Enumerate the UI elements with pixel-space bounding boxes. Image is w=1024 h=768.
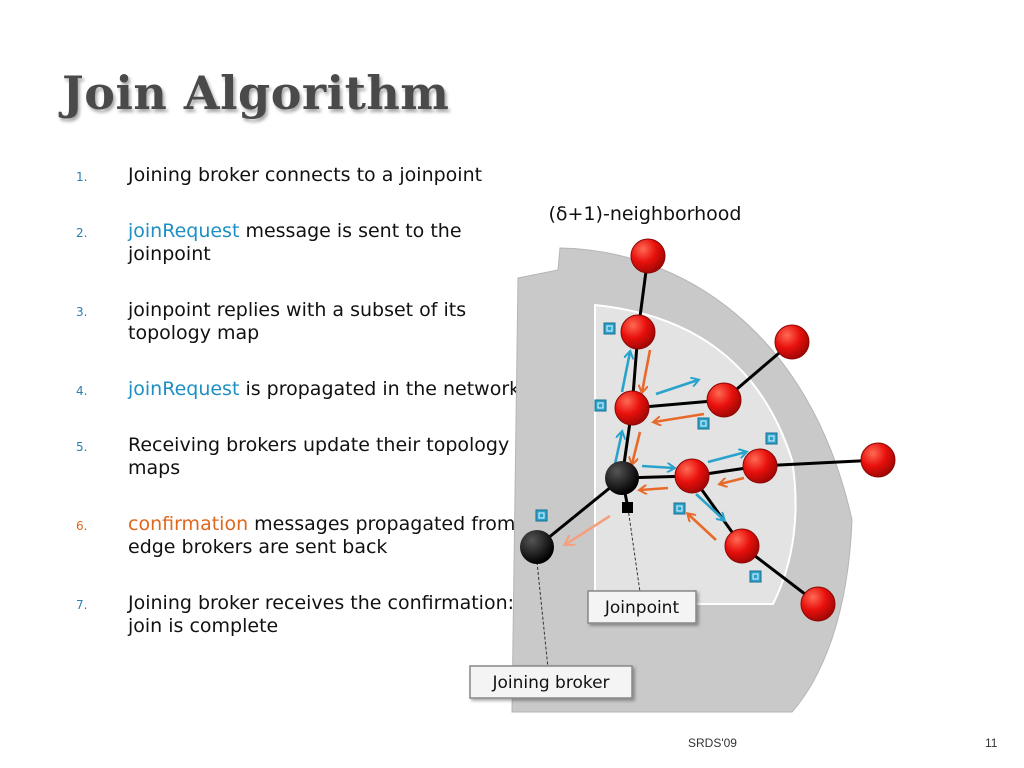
joinpoint-marker — [622, 502, 633, 513]
broker-node — [674, 458, 710, 494]
broker-node — [860, 442, 896, 478]
joining-broker-pointer — [536, 561, 549, 669]
broker-node — [614, 390, 650, 426]
joinpoint-label: Joinpoint — [604, 598, 680, 618]
joinpoint-to-joiner-arrow — [566, 514, 611, 544]
step-text: Joining broker receives the confirmation… — [128, 592, 515, 637]
neighborhood-label: (δ+1)-neighborhood — [549, 203, 742, 225]
step-1: 1. Joining broker connects to a joinpoint — [62, 164, 532, 187]
step-text: Receiving brokers update their topology … — [128, 434, 510, 479]
broker-node — [620, 314, 656, 350]
joinpoint-node — [605, 461, 639, 495]
topology-map-icons — [535, 322, 778, 583]
step-4: 4. joinRequest is propagated in the netwo… — [62, 378, 532, 401]
joining-broker-node — [520, 530, 554, 564]
step-keyword: confirmation — [128, 513, 249, 535]
join-request-arrows — [610, 352, 746, 520]
confirmation-arrows — [632, 349, 745, 541]
joining-broker-label: Joining broker — [491, 673, 609, 693]
step-text: is propagated in the network — [239, 378, 521, 400]
broker-node — [630, 238, 666, 274]
joining-broker-label-box — [469, 665, 633, 699]
step-text: messages propagated from edge brokers ar… — [128, 513, 516, 558]
broker-node — [724, 528, 760, 564]
step-2: 2. joinRequest message is sent to the joi… — [62, 220, 532, 266]
step-5: 5. Receiving brokers update their topolog… — [62, 434, 532, 480]
broker-node — [800, 586, 836, 622]
step-number: 4. — [76, 384, 88, 398]
step-keyword: joinRequest — [128, 220, 240, 242]
slide-title: Join Algorithm — [62, 66, 450, 120]
broker-node — [742, 448, 778, 484]
steps-list: 1. Joining broker connects to a joinpoint… — [62, 164, 532, 671]
step-3: 3. joinpoint replies with a subset of its… — [62, 299, 532, 345]
step-number: 2. — [76, 226, 88, 240]
step-text: joinpoint replies with a subset of its t… — [128, 299, 467, 344]
step-7: 7. Joining broker receives the confirmati… — [62, 592, 532, 638]
broker-nodes — [614, 238, 896, 622]
footer-conference: SRDS'09 — [688, 736, 737, 750]
step-text: Joining broker connects to a joinpoint — [128, 164, 483, 186]
step-number: 5. — [76, 440, 88, 454]
step-number: 6. — [76, 519, 88, 533]
step-keyword: joinRequest — [128, 378, 240, 400]
step-number: 1. — [76, 170, 88, 184]
step-text: message is sent to the joinpoint — [128, 220, 462, 265]
joinpoint-pointer — [627, 507, 641, 593]
step-number: 3. — [76, 305, 88, 319]
step-6: 6. confirmation messages propagated from … — [62, 513, 532, 559]
broker-node — [774, 324, 810, 360]
joinpoint-label-box — [587, 590, 697, 624]
footer-page-number: 11 — [985, 736, 998, 750]
step-number: 7. — [76, 598, 88, 612]
broker-node — [706, 382, 742, 418]
